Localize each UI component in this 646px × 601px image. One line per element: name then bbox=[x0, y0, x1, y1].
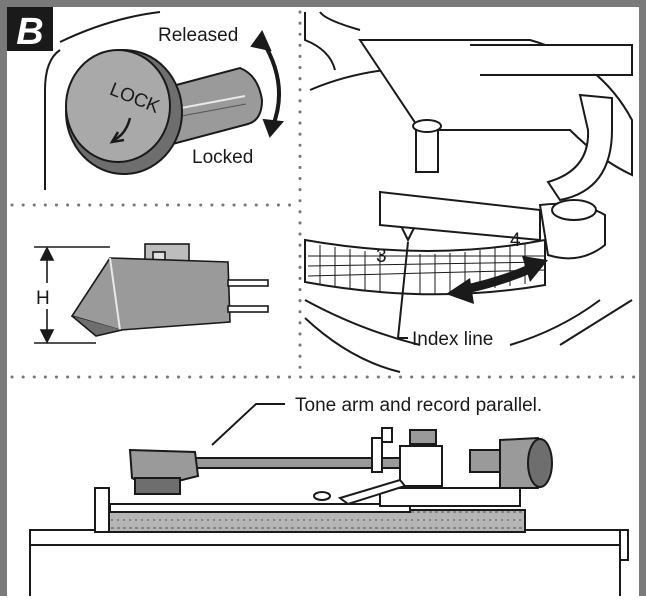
h-arrow-bottom bbox=[39, 329, 55, 344]
adjust-arrowhead-right bbox=[522, 256, 548, 282]
start-post bbox=[94, 487, 110, 533]
lock-rotate-arrowhead bbox=[109, 131, 125, 144]
counterweight-rod bbox=[469, 449, 501, 473]
terminal-pin-top bbox=[227, 279, 269, 287]
turntable-panel bbox=[29, 403, 629, 601]
arm-shaft bbox=[470, 44, 633, 76]
arm-rest-top bbox=[381, 427, 393, 443]
headshell-cartridge bbox=[134, 477, 181, 495]
arm-rest bbox=[371, 437, 383, 473]
arm-base-outline-left bbox=[304, 12, 336, 71]
height-label: H bbox=[36, 288, 50, 309]
platter bbox=[104, 509, 526, 533]
parallel-leader-line bbox=[211, 403, 285, 446]
pivot-top bbox=[409, 429, 437, 445]
locked-label: Locked bbox=[192, 147, 253, 168]
index-marker bbox=[397, 227, 415, 339]
pivot-base bbox=[379, 487, 521, 507]
scale-tick-3: 3 bbox=[376, 246, 387, 267]
arm-base-top bbox=[319, 11, 361, 31]
base-lower-curve-1 bbox=[304, 299, 421, 346]
lock-panel bbox=[44, 11, 284, 190]
scale-grid bbox=[307, 244, 546, 294]
pivot-housing bbox=[399, 445, 443, 487]
adjust-arrowhead-left bbox=[446, 278, 474, 304]
terminal-pin-bottom bbox=[227, 305, 269, 313]
badge-box bbox=[7, 7, 53, 51]
panel-dividers bbox=[10, 10, 642, 379]
arm-rest-cap bbox=[412, 119, 442, 133]
arrow-up-head bbox=[250, 29, 272, 52]
lock-knob-face bbox=[65, 49, 171, 163]
lock-body-edge bbox=[44, 49, 61, 190]
arrow-down-head bbox=[262, 118, 284, 138]
scale-grid-row bbox=[307, 261, 546, 267]
lock-rotate-arrow bbox=[113, 117, 132, 142]
plinth-side-cap bbox=[619, 529, 629, 561]
index-line-label: Index line bbox=[412, 329, 493, 350]
section-badge: B bbox=[7, 7, 53, 53]
arm-clamp bbox=[546, 93, 613, 202]
turntable-plinth bbox=[29, 529, 621, 601]
h-arrow-top bbox=[39, 246, 55, 261]
cartridge-panel bbox=[34, 243, 269, 344]
parallel-label: Tone arm and record parallel. bbox=[295, 395, 542, 416]
record bbox=[109, 503, 411, 513]
spindle bbox=[313, 491, 331, 501]
scale-lower-curves bbox=[304, 299, 633, 373]
cue-lever bbox=[337, 478, 407, 506]
released-label: Released bbox=[158, 25, 238, 46]
index-pointer bbox=[401, 227, 415, 243]
badge-letter: B bbox=[16, 11, 43, 53]
stylus-tip bbox=[71, 315, 123, 337]
index-leader-line bbox=[397, 241, 409, 339]
cartridge-edge-highlight bbox=[109, 257, 121, 331]
base-lower-curve-3 bbox=[509, 299, 601, 346]
lock-body-outline bbox=[59, 11, 161, 43]
knob-top bbox=[551, 199, 597, 221]
adjust-arrow bbox=[446, 256, 548, 304]
base-lower-curve-2 bbox=[304, 317, 401, 373]
scale-tick-4: 4 bbox=[510, 230, 521, 251]
base-lower-curve-4 bbox=[559, 299, 633, 346]
tone-arm-tube bbox=[189, 457, 421, 469]
counterweight-end bbox=[527, 438, 553, 488]
scale-grid-row bbox=[307, 269, 546, 277]
